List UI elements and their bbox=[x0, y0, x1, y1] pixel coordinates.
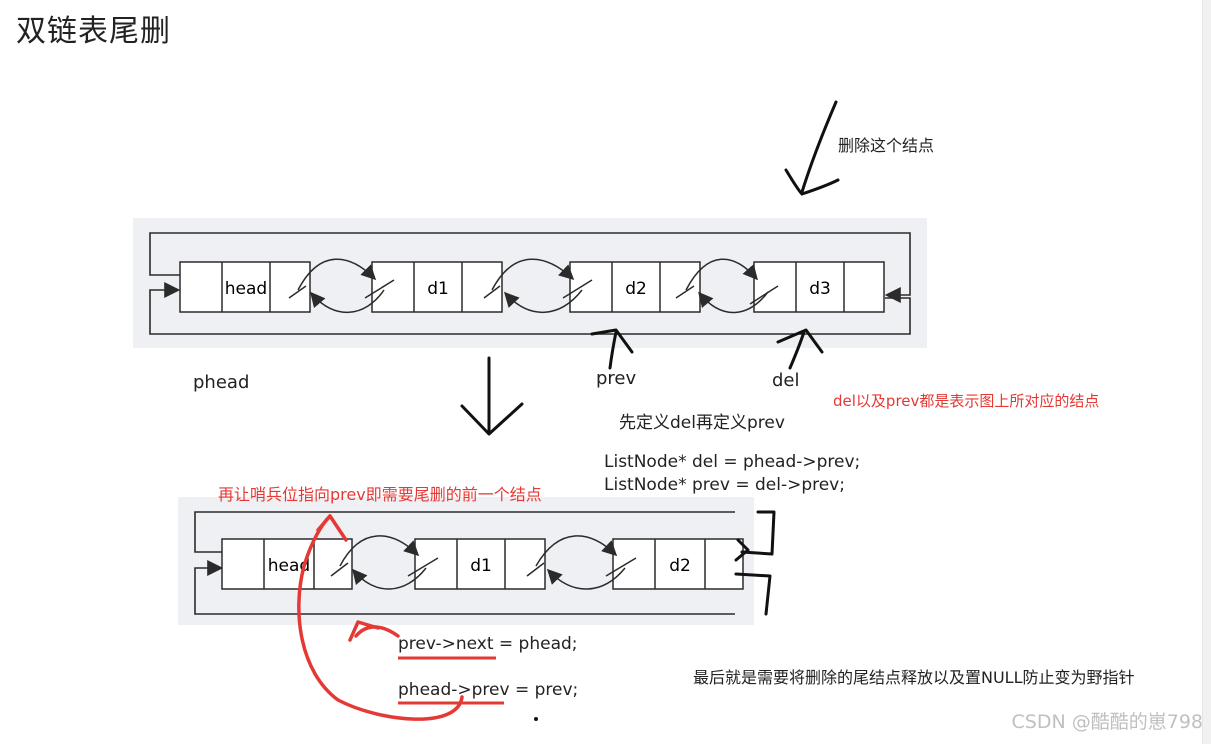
phead-label: phead bbox=[193, 372, 250, 393]
handdrawn-bracket-lower bbox=[734, 572, 772, 616]
del-pointer-shaft bbox=[788, 330, 806, 370]
top-loop-lower bbox=[149, 282, 911, 335]
stray-dot bbox=[534, 717, 538, 721]
red-note-del-prev: del以及prev都是表示图上所对应的结点 bbox=[833, 392, 1100, 410]
code-line-4: phead->prev = prev; bbox=[398, 680, 579, 700]
top-node-d3: d3 bbox=[753, 261, 885, 313]
diagram-top: head d1 d2 d3 bbox=[133, 218, 927, 348]
delete-node-arrowhead bbox=[784, 168, 840, 196]
top-node-d1-label: d1 bbox=[427, 279, 449, 299]
final-note: 最后就是需要将删除的尾结点释放以及置NULL防止变为野指针 bbox=[693, 668, 1135, 687]
top-node-head: head bbox=[179, 261, 311, 313]
prev-pointer-head bbox=[590, 328, 634, 354]
top-loop-upper bbox=[149, 232, 911, 303]
delete-node-note: 删除这个结点 bbox=[838, 136, 935, 155]
delete-node-arrow-shaft bbox=[800, 100, 838, 194]
top-node-head-label: head bbox=[225, 279, 267, 299]
top-node-d1: d1 bbox=[371, 261, 503, 313]
red-annotations bbox=[297, 514, 538, 721]
red-curve-outer bbox=[297, 514, 464, 721]
top-node-d2-label: d2 bbox=[625, 279, 647, 299]
code-line-2: ListNode* prev = del->prev; bbox=[604, 475, 845, 495]
bottom-node-head: head bbox=[221, 538, 353, 590]
page-title: 双链表尾删 bbox=[16, 14, 171, 49]
top-link-d2-d3 bbox=[675, 258, 779, 314]
define-text: 先定义del再定义prev bbox=[619, 413, 785, 433]
diagram-bottom: head d1 d2 bbox=[178, 497, 776, 625]
prev-pointer-shaft bbox=[608, 330, 618, 370]
handdrawn-bracket-arrowhead bbox=[734, 538, 750, 562]
bottom-link-head-d1 bbox=[330, 535, 439, 590]
del-pointer-head bbox=[776, 328, 824, 354]
watermark: CSDN @酷酷的崽798 bbox=[1011, 711, 1203, 733]
top-link-d1-d2 bbox=[483, 258, 593, 314]
bottom-node-d2-label: d2 bbox=[669, 556, 691, 576]
hand-arrows-black bbox=[460, 100, 840, 436]
bottom-node-d1-label: d1 bbox=[470, 556, 492, 576]
bottom-node-d1: d1 bbox=[414, 538, 546, 590]
red-curve-inner-head bbox=[348, 620, 380, 642]
bottom-node-head-label: head bbox=[268, 556, 310, 576]
sentinel-note: 再让哨兵位指向prev即需要尾删的前一个结点 bbox=[218, 485, 542, 504]
bottom-loop-upper bbox=[194, 511, 735, 553]
step-down-arrowhead bbox=[460, 402, 524, 436]
code-line-3: prev->next = phead; bbox=[398, 634, 578, 654]
top-node-d3-label: d3 bbox=[809, 279, 831, 299]
bottom-loop-lower bbox=[194, 560, 735, 615]
del-label: del bbox=[772, 370, 800, 391]
handdrawn-bracket-upper bbox=[740, 510, 776, 556]
bottom-node-d2: d2 bbox=[612, 538, 744, 590]
top-node-d2: d2 bbox=[569, 261, 701, 313]
top-link-head-d1 bbox=[288, 258, 395, 313]
scrollbar[interactable] bbox=[1202, 0, 1211, 744]
bottom-link-d1-d2 bbox=[526, 535, 637, 590]
code-line-1: ListNode* del = phead->prev; bbox=[604, 452, 861, 472]
prev-label: prev bbox=[596, 368, 637, 389]
red-curve-outer-head bbox=[316, 514, 348, 542]
